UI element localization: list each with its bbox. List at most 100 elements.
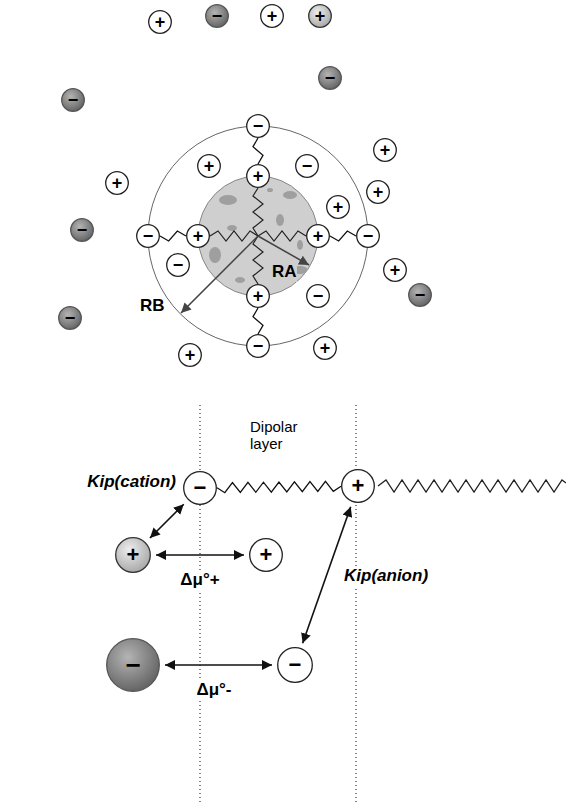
charge-sign: + — [320, 339, 331, 357]
charge-sign: + — [313, 227, 324, 245]
ion-body — [116, 538, 151, 573]
charge-sign: − — [65, 309, 76, 327]
ion-body — [309, 5, 332, 28]
ion-body — [409, 284, 432, 307]
chain-tail — [378, 480, 566, 492]
edge-label: Δμ°- — [194, 680, 233, 700]
charge-sign: − — [253, 117, 264, 135]
ion-body — [307, 225, 330, 248]
ion-circle: − — [277, 647, 313, 683]
region-label: Dipolar layer — [250, 418, 308, 453]
ion-body — [314, 337, 337, 360]
charge-sign: + — [185, 346, 196, 364]
ion-circle: − — [183, 471, 217, 505]
charge-sign: + — [380, 141, 391, 159]
ion-body — [184, 472, 217, 505]
zigzag-chain — [330, 231, 356, 241]
zigzag-chain — [160, 231, 186, 241]
ion-circle: + — [186, 224, 210, 248]
ion-circle: + — [178, 343, 202, 367]
ion-circle: − — [166, 253, 190, 277]
ion-circle: + — [313, 336, 337, 360]
ion-circle: + — [383, 258, 407, 282]
ion-body — [167, 254, 190, 277]
ion-body — [367, 181, 390, 204]
charge-sign: − — [77, 221, 88, 239]
ion-body — [384, 259, 407, 282]
ion-body — [342, 470, 375, 503]
double-arrow — [156, 554, 244, 556]
double-arrow — [165, 664, 272, 666]
ion-circle: + — [246, 284, 270, 308]
charge-sign: + — [112, 174, 123, 192]
outer-shell — [148, 126, 368, 346]
charge-sign: + — [260, 544, 273, 566]
ion-body — [107, 639, 160, 692]
layer-boundary — [199, 405, 200, 802]
sphere-speckles — [209, 188, 308, 283]
charge-sign: − — [194, 477, 207, 499]
ion-body — [374, 139, 397, 162]
ion-body — [59, 307, 82, 330]
charge-sign: − — [212, 7, 223, 25]
ion-circle: + — [105, 171, 129, 195]
charge-sign: + — [155, 13, 166, 31]
charge-sign: − — [363, 227, 374, 245]
ion-circle: + — [306, 224, 330, 248]
ion-body — [307, 285, 330, 308]
charge-sign: − — [289, 654, 302, 676]
ion-body — [247, 165, 270, 188]
ion-circle: + — [115, 537, 151, 573]
ion-circle: − — [136, 224, 160, 248]
ion-body — [149, 11, 172, 34]
charge-sign: + — [127, 544, 140, 566]
ion-circle: − — [58, 306, 82, 330]
double-arrow — [150, 504, 184, 538]
charge-sign: + — [390, 261, 401, 279]
ion-body — [327, 196, 350, 219]
radius-label: RA — [272, 262, 297, 282]
charge-sign: + — [373, 183, 384, 201]
charge-sign: + — [352, 475, 365, 497]
ion-body — [247, 115, 270, 138]
ion-circle: − — [246, 114, 270, 138]
ion-circle: + — [197, 154, 221, 178]
ion-body — [179, 344, 202, 367]
charge-sign: − — [415, 286, 426, 304]
charge-sign: + — [253, 167, 264, 185]
charge-sign: − — [302, 157, 313, 175]
ion-circle: − — [70, 218, 94, 242]
ion-body — [206, 5, 229, 28]
ion-body — [319, 67, 342, 90]
ion-circle: − — [205, 4, 229, 28]
charge-sign: + — [253, 287, 264, 305]
charge-sign: − — [253, 337, 264, 355]
ion-circle: + — [341, 469, 375, 503]
ion-circle: + — [366, 180, 390, 204]
charge-sign: − — [68, 91, 79, 109]
ion-circle: − — [106, 638, 160, 692]
radius-arrow — [258, 236, 309, 265]
charge-sign: − — [325, 69, 336, 87]
charge-sign: − — [125, 652, 140, 678]
ion-circle: + — [373, 138, 397, 162]
ion-circle: − — [306, 284, 330, 308]
ion-body — [247, 285, 270, 308]
ion-body — [198, 155, 221, 178]
ion-body — [250, 539, 283, 572]
ion-body — [357, 225, 380, 248]
radius-label: RB — [140, 296, 165, 316]
edge-label: Δμ°+ — [178, 570, 221, 590]
ion-circle: − — [356, 224, 380, 248]
charge-sign: − — [313, 287, 324, 305]
layer-boundary — [355, 405, 356, 802]
radius-arrow — [181, 236, 258, 313]
ion-circle: + — [326, 195, 350, 219]
edge-label: Kip(anion) — [342, 566, 430, 586]
ion-circle: − — [246, 334, 270, 358]
zigzag-chain — [253, 308, 263, 334]
ion-circle: + — [249, 538, 283, 572]
ion-body — [278, 648, 313, 683]
